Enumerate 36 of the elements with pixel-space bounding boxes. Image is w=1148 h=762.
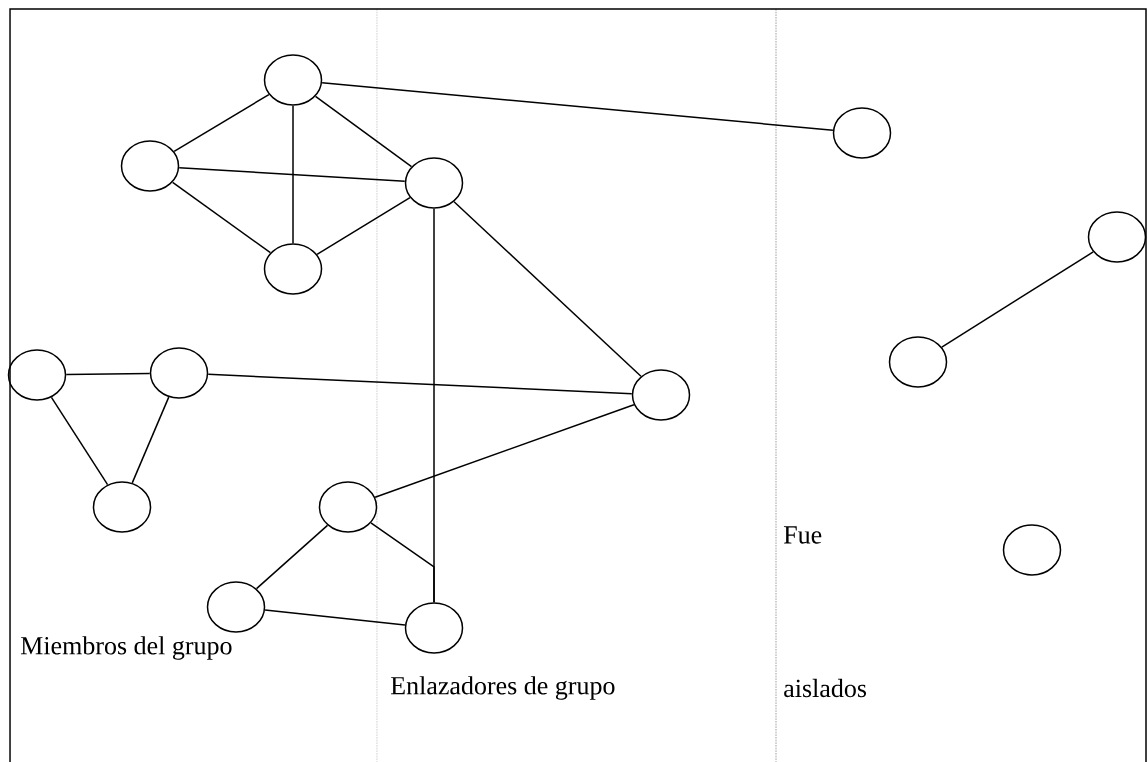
connector-line [321,81,834,132]
node-circle [120,140,180,192]
node-circle [631,369,691,421]
section-label: Miembros del grupo [20,636,232,660]
node-circle [404,602,464,654]
connector-line [314,95,413,168]
connector-line [65,372,151,376]
connector-line [374,403,635,499]
connector-line [370,522,435,603]
section-label: Fue [783,526,822,544]
node-circle [318,481,378,533]
connector-line [50,396,109,486]
connector-line [207,373,633,395]
connector-line [264,609,406,626]
connector-line [178,167,406,182]
section-label: Enlazadores de grupo [390,676,615,700]
section-label: aislados [784,678,867,698]
connector-line [173,93,270,153]
node-circle [149,347,209,399]
connector-line [453,201,642,377]
node-circle [263,54,323,106]
node-circle [92,481,152,533]
node-circle [206,581,266,633]
connector-line [171,181,272,254]
node-circle [888,336,948,388]
connector-line [316,196,411,256]
node-circle [263,243,323,295]
node-circle [832,107,892,159]
connector-line [255,524,329,590]
connector-line [131,396,170,484]
node-circle [1087,211,1147,263]
connector-line [941,251,1094,348]
node-circle [404,157,464,209]
node-circle [7,349,67,401]
connector-line [292,105,294,244]
node-circle [1002,524,1062,576]
